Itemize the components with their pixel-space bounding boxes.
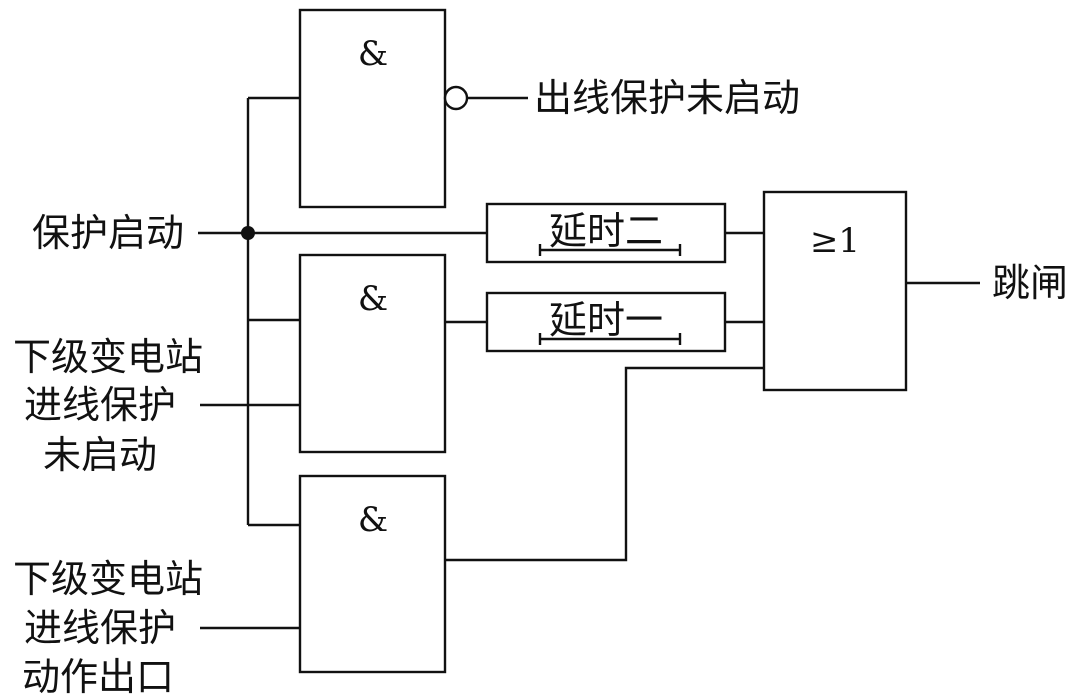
inverter-bubble-icon (443, 85, 469, 111)
delay-one-label: 延时一 (549, 298, 663, 342)
and-gate-top: & (298, 8, 469, 209)
input-label-lower-operated-line3: 动作出口 (22, 655, 174, 698)
and-gate-bottom-box (298, 474, 447, 674)
and-gate-middle-symbol: & (358, 279, 388, 319)
wire-and-bottom-to-or (445, 366, 764, 562)
input-label-lower-operated: 下级变电站 进线保护 动作出口 (13, 557, 203, 698)
and-gate-bottom: & (298, 474, 447, 674)
output-label-outgoing-not-started: 出线保护未启动 (534, 76, 800, 120)
input-label-lower-not-started-line1: 下级变电站 (13, 335, 203, 379)
delay-two-label: 延时二 (549, 209, 663, 253)
delay-two-underline-icon (538, 244, 682, 256)
delay-one-block: 延时一 (485, 291, 727, 353)
input-label-lower-not-started-line2: 进线保护 (24, 383, 176, 427)
input-label-lower-operated-line1: 下级变电站 (13, 557, 203, 601)
and-gate-middle: & (298, 253, 447, 454)
input-label-protection-start: 保护启动 (32, 211, 184, 255)
delay-one-underline-icon (538, 333, 682, 345)
delay-two-box (485, 202, 727, 264)
or-gate-symbol: ≥1 (810, 221, 860, 261)
input-label-lower-not-started: 下级变电站 进线保护 未启动 (13, 335, 203, 477)
and-gate-top-box (298, 8, 447, 209)
output-label-trip: 跳闸 (992, 261, 1068, 305)
delay-two-block: 延时二 (485, 202, 727, 264)
wires (198, 96, 980, 630)
and-gate-top-symbol: & (358, 34, 388, 74)
input-label-lower-operated-line2: 进线保护 (24, 606, 176, 650)
or-gate-box (762, 190, 908, 392)
input-label-lower-not-started-line3: 未启动 (43, 433, 157, 477)
delay-one-box (485, 291, 727, 353)
and-gate-middle-box (298, 253, 447, 454)
or-gate: ≥1 (762, 190, 908, 392)
and-gate-bottom-symbol: & (358, 500, 388, 540)
junction-dot (241, 226, 255, 240)
